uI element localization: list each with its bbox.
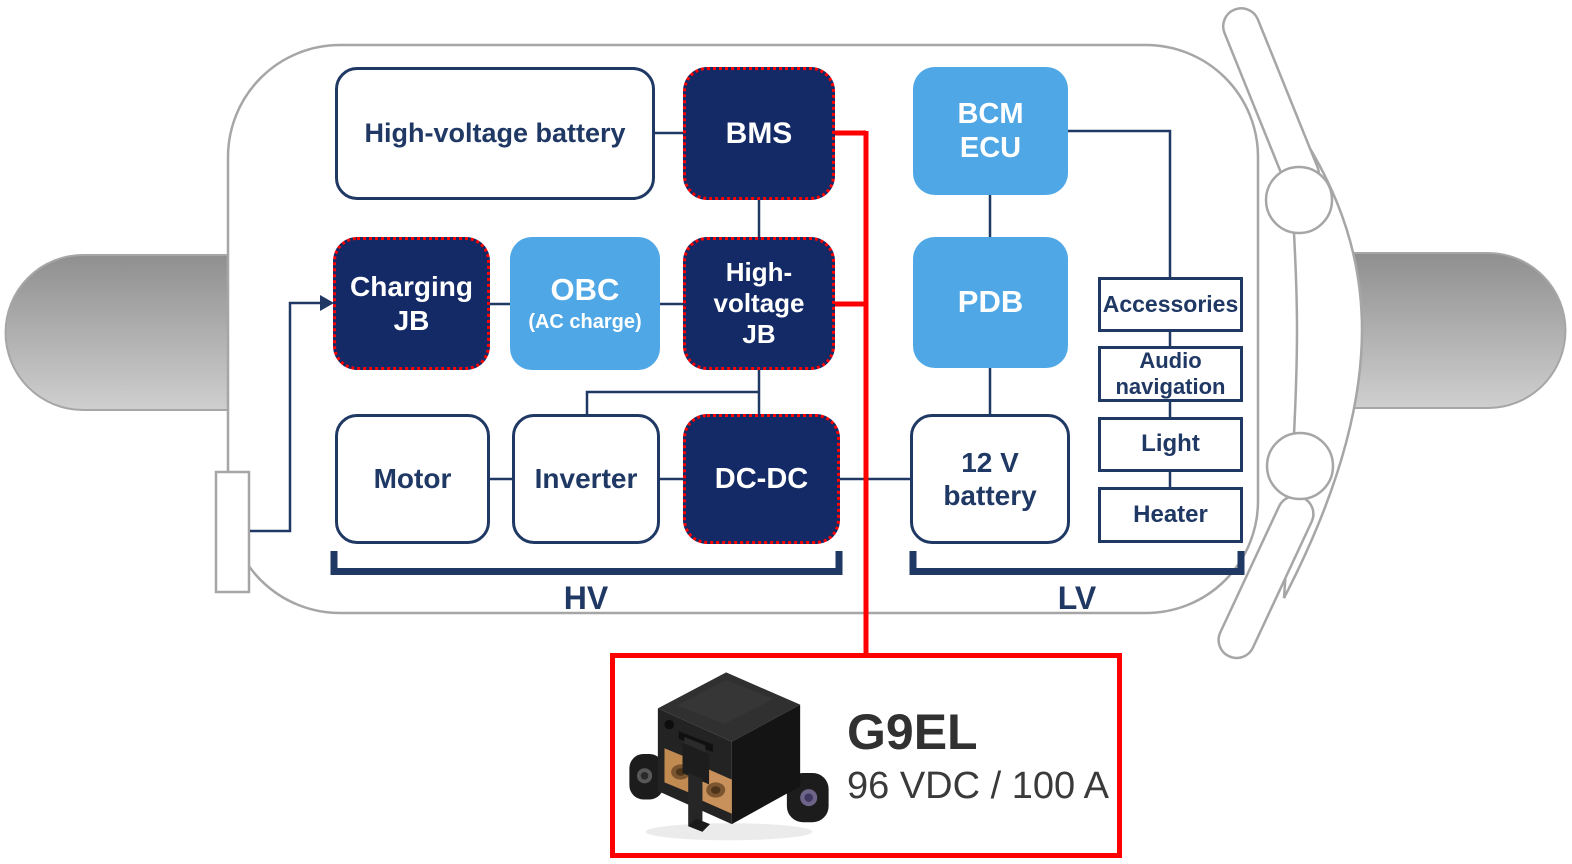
- lv-bracket: [909, 551, 1245, 575]
- front-attachment: [1314, 252, 1567, 409]
- box-obc: OBC (AC charge): [510, 237, 660, 370]
- box-motor: Motor: [335, 414, 490, 544]
- obc-sublabel: (AC charge): [528, 310, 642, 333]
- box-accessories: Accessories: [1098, 277, 1243, 332]
- connector-lines: [250, 129, 1172, 533]
- relay-rating: 96 VDC / 100 A: [847, 764, 1109, 807]
- box-inverter: Inverter: [512, 414, 660, 544]
- relay-photo: [629, 661, 829, 851]
- relay-product-name: G9EL: [847, 703, 978, 760]
- box-bcm-ecu: BCM ECU: [913, 67, 1068, 195]
- wheel-circle-top: [1264, 165, 1334, 235]
- obc-label: OBC: [550, 272, 620, 308]
- box-audio-navigation: Audio navigation: [1098, 346, 1243, 402]
- box-bms: BMS: [683, 67, 835, 200]
- relay-callout-text: G9EL 96 VDC / 100 A: [847, 707, 1109, 805]
- box-charging-jb: Charging JB: [333, 237, 490, 370]
- wheel-circle-bottom: [1265, 431, 1335, 501]
- relay-callout: G9EL 96 VDC / 100 A: [610, 653, 1122, 858]
- box-hv-battery: High-voltage battery: [335, 67, 655, 200]
- highlight-red-lines: [835, 130, 869, 656]
- box-light: Light: [1098, 417, 1243, 472]
- box-dcdc: DC-DC: [683, 414, 840, 544]
- line-chargeport-chargingjb: [250, 301, 320, 533]
- hv-zone-label: HV: [563, 580, 609, 616]
- hv-bracket: [330, 551, 843, 575]
- box-12v-battery: 12 V battery: [910, 414, 1070, 544]
- box-heater: Heater: [1098, 487, 1243, 543]
- charge-port: [214, 470, 251, 594]
- rear-bumper: [4, 254, 229, 411]
- lv-zone-label: LV: [1057, 580, 1097, 616]
- line-hvjb-inverter: [585, 390, 759, 414]
- box-pdb: PDB: [913, 237, 1068, 368]
- box-hv-jb: High- voltage JB: [683, 237, 835, 370]
- charge-inlet-arrow: [320, 295, 334, 311]
- relay-photo-graphic: [629, 671, 829, 840]
- line-bcm-accessories: [1068, 129, 1172, 277]
